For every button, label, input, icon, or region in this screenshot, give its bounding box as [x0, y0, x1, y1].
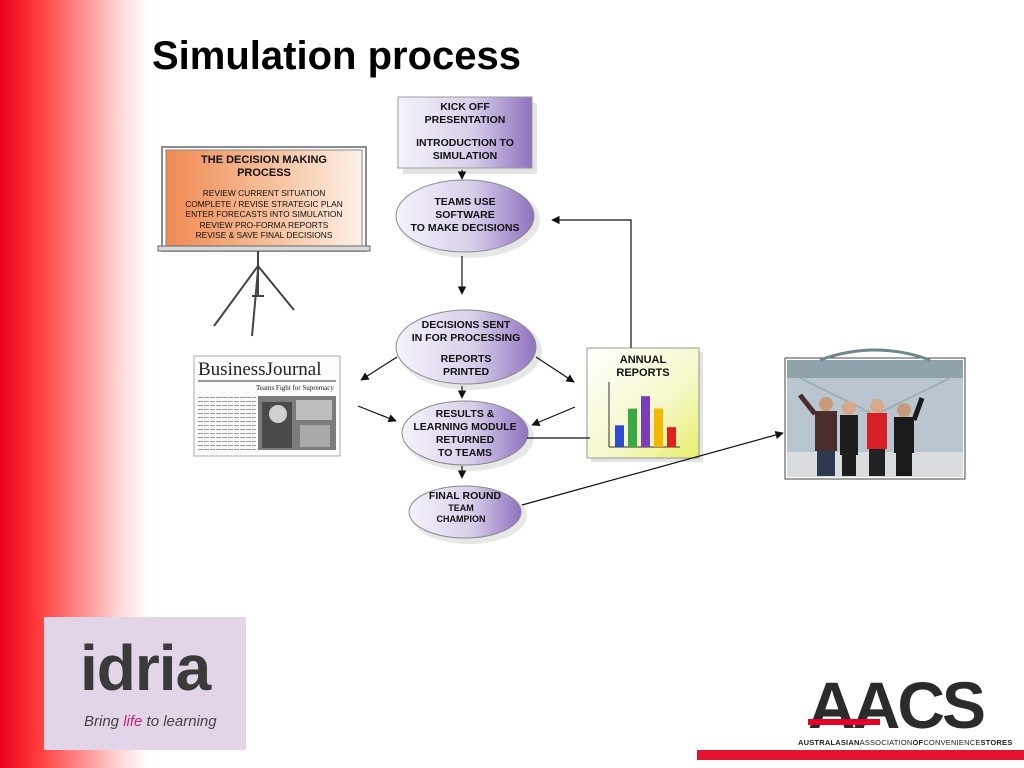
aacs-logo: AACS — [808, 668, 986, 742]
decisions-sent-line: REPORTS — [440, 353, 492, 365]
results-text: RESULTS & LEARNING MODULE RETURNED TO TE… — [402, 408, 528, 460]
decision-board-heading: THE DECISION MAKING PROCESS — [166, 154, 362, 180]
photo-person — [894, 397, 925, 476]
teams-use-line: SOFTWARE — [435, 209, 495, 221]
report-bar — [641, 396, 650, 447]
final-round-subtext: TEAM CHAMPION — [409, 503, 513, 525]
tripod-stand — [213, 251, 295, 337]
photo-person — [798, 393, 837, 476]
decision-board-items: REVIEW CURRENT SITUATION COMPLETE / REVI… — [166, 188, 362, 241]
newspaper-headline: Teams Fight for Supremacy — [256, 384, 334, 392]
decisions-sent-line: IN FOR PROCESSING — [411, 332, 521, 344]
aacs-logo-accent — [808, 719, 880, 725]
decisions-sent-line: DECISIONS SENT — [421, 319, 511, 331]
team-photo — [784, 348, 966, 480]
board-heading-line: PROCESS — [237, 167, 291, 179]
results-line: LEARNING MODULE — [413, 421, 517, 433]
teams-use-line: TEAMS USE — [434, 196, 496, 208]
aacs-name-part: ASSOCIATION — [859, 738, 913, 747]
report-bars — [615, 396, 676, 447]
report-bar — [654, 408, 663, 447]
report-bar — [628, 408, 637, 447]
annual-reports-title-line: REPORTS — [616, 367, 670, 379]
idria-tag-part: to learning — [142, 713, 217, 730]
board-item: REVIEW PRO-FORMA REPORTS — [199, 219, 329, 230]
newspaper-masthead: BusinessJournal — [198, 359, 322, 380]
aacs-name-part: STORES — [980, 738, 1013, 747]
board-item: COMPLETE / REVISE STRATEGIC PLAN — [185, 198, 343, 209]
page-title: Simulation process — [152, 34, 521, 78]
idria-tag-highlight: life — [123, 713, 143, 730]
decisions-sent-line: PRINTED — [442, 366, 490, 378]
idria-tagline: Bring life to learning — [84, 713, 217, 730]
idria-logo: idria Bring life to learning — [44, 617, 246, 750]
photo-person — [867, 399, 887, 476]
board-item: REVIEW CURRENT SITUATION — [202, 188, 326, 198]
aacs-name-part: CONVENIENCE — [923, 738, 981, 747]
decision-board — [157, 146, 371, 337]
aacs-full-name: AUSTRALASIANASSOCIATIONOFCONVENIENCESTOR… — [798, 738, 1012, 747]
results-line: RESULTS & — [435, 408, 495, 420]
photo-person — [840, 401, 858, 476]
final-round-ellipse — [408, 485, 527, 544]
final-round-line: TEAM — [448, 503, 474, 513]
idria-wordmark: idria — [80, 632, 211, 704]
final-round-heading: FINAL ROUND — [428, 490, 502, 502]
report-bar — [615, 425, 624, 447]
kickoff-line: PRESENTATION — [424, 114, 506, 126]
decisions-sent-ellipse — [395, 309, 542, 390]
annual-reports-title-line: ANNUAL — [619, 354, 667, 366]
kickoff-line: KICK OFF — [440, 101, 490, 113]
kickoff-line: INTRODUCTION TO — [416, 137, 514, 149]
teams-use-text: TEAMS USE SOFTWARE TO MAKE DECISIONS — [396, 196, 534, 235]
kickoff-line: SIMULATION — [432, 150, 498, 162]
final-round-line: CHAMPION — [436, 514, 486, 524]
kickoff-box — [397, 96, 537, 174]
board-item: REVISE & SAVE FINAL DECISIONS — [195, 230, 333, 240]
aacs-name-part: AUSTRALASIAN — [798, 738, 860, 747]
aacs-red-bar — [697, 750, 1024, 760]
results-ellipse — [401, 400, 534, 471]
board-item: ENTER FORECASTS INTO SIMULATION — [185, 209, 343, 219]
report-bar — [667, 427, 676, 447]
flow-arrows — [357, 170, 784, 506]
annual-reports-title: ANNUAL REPORTS — [587, 354, 699, 380]
business-journal-newspaper — [193, 355, 341, 457]
results-line: TO TEAMS — [437, 447, 493, 459]
decisions-sent-text: DECISIONS SENT IN FOR PROCESSING REPORTS… — [396, 319, 536, 379]
aacs-name-part: OF — [912, 738, 924, 747]
teams-use-ellipse — [395, 179, 540, 258]
teams-use-line: TO MAKE DECISIONS — [410, 222, 520, 234]
idria-tag-part: Bring — [84, 713, 124, 730]
kickoff-text: KICK OFF PRESENTATION INTRODUCTION TO SI… — [398, 101, 532, 163]
board-heading-line: THE DECISION MAKING — [201, 154, 327, 166]
results-line: RETURNED — [435, 434, 495, 446]
annual-reports-chart — [586, 347, 703, 462]
